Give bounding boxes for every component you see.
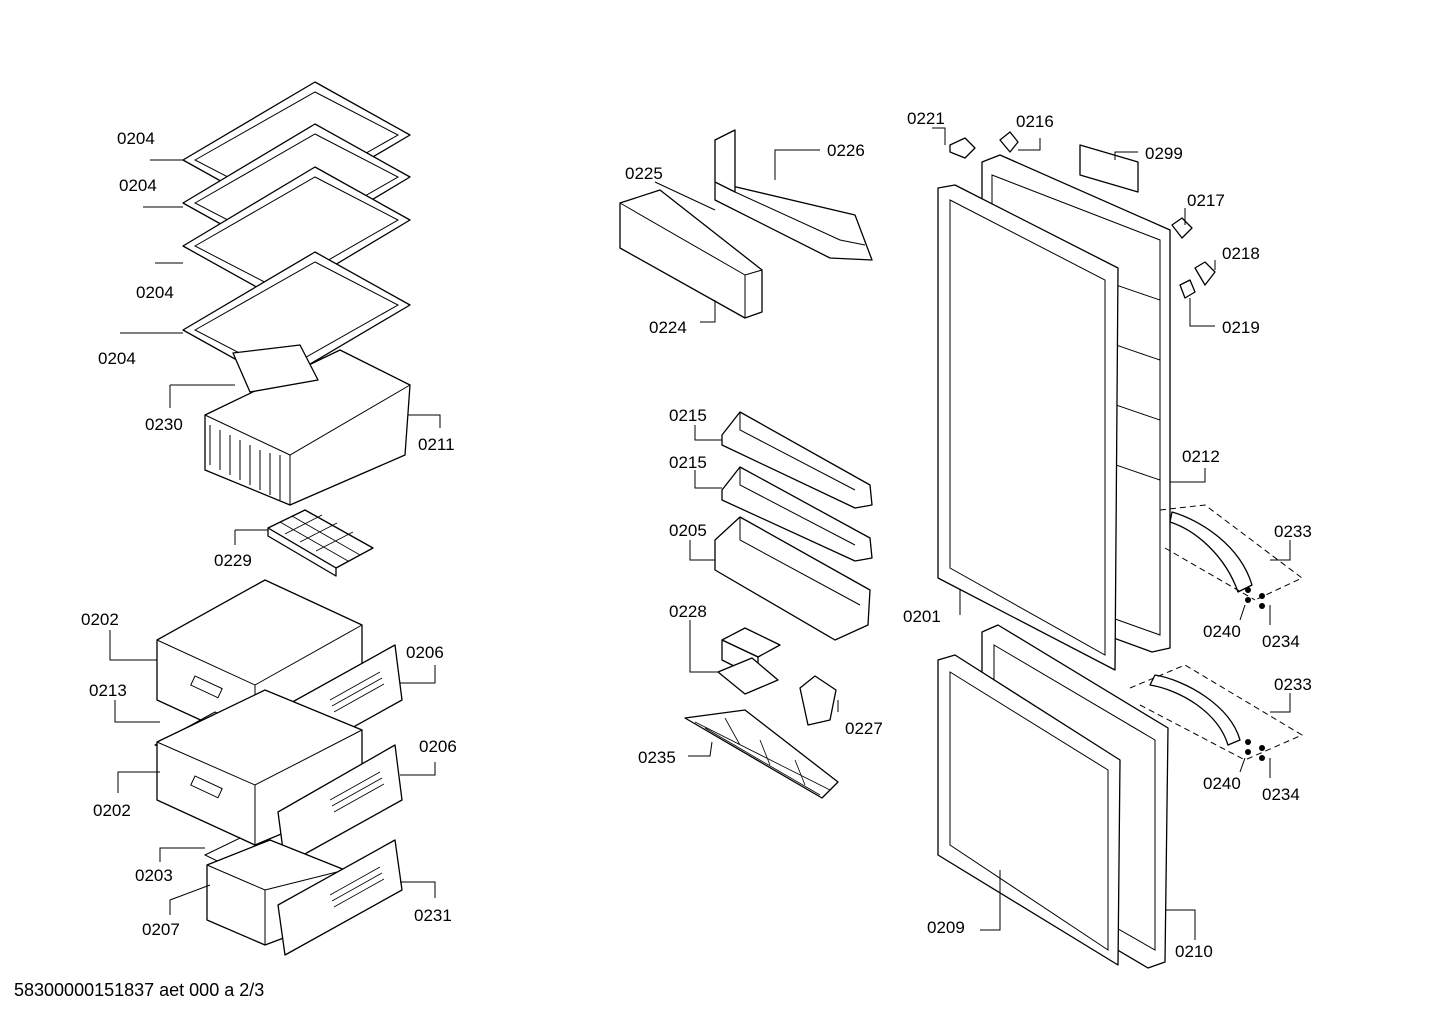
label-0209: 0209 [927,918,965,937]
label-0205: 0205 [669,521,707,540]
label-0240-a: 0240 [1203,622,1241,641]
part-labels: 0204 0204 0204 0204 0230 0211 0229 0202 … [81,109,1312,961]
label-0215-a: 0215 [669,406,707,425]
label-0207: 0207 [142,920,180,939]
drawer-front-3 [277,839,403,956]
label-0229: 0229 [214,551,252,570]
ice-cube-tray [267,509,374,577]
label-0299: 0299 [1145,144,1183,163]
door-shelf-large [714,516,871,641]
label-0217: 0217 [1187,191,1225,210]
label-0212: 0212 [1182,447,1220,466]
label-0206-a: 0206 [406,643,444,662]
glass-shelf-3 [182,166,411,300]
screws-0240-0234 [1245,587,1265,761]
label-0219: 0219 [1222,318,1260,337]
label-0204-a: 0204 [117,129,155,148]
label-0234-b: 0234 [1262,785,1300,804]
label-0201: 0201 [903,607,941,626]
label-0234-a: 0234 [1262,632,1300,651]
label-0235: 0235 [638,748,676,767]
door-handle-lower [1149,674,1241,746]
label-0231: 0231 [414,906,452,925]
label-0228: 0228 [669,602,707,621]
handle-assembly-guides [1129,504,1304,761]
label-0230: 0230 [145,415,183,434]
label-0204-c: 0204 [136,283,174,302]
document-code: 58300000151837 aet 000 a 2/3 [14,980,265,1000]
leader-lines [109,127,1291,940]
door-shelf-2 [721,466,873,562]
hinge-0221 [949,137,976,159]
lower-door-gasket [937,654,1121,966]
butter-lid [619,189,763,319]
label-0203: 0203 [135,866,173,885]
label-0210: 0210 [1175,942,1213,961]
label-0202-b: 0202 [93,801,131,820]
label-0221: 0221 [907,109,945,128]
plate-0299 [1079,144,1139,193]
hinge-0216 [999,131,1019,153]
upper-door-gasket [937,184,1119,671]
label-0211: 0211 [418,435,455,454]
egg-tray [684,709,839,799]
label-0202-a: 0202 [81,610,119,629]
hinge-0218 [1194,261,1216,286]
clip-0227 [799,675,837,726]
label-0227: 0227 [845,719,883,738]
hinge-0217 [1171,217,1193,239]
label-0233-b: 0233 [1274,675,1312,694]
crisper-bin [204,349,411,506]
door-handle-upper [1169,511,1253,593]
label-0233-a: 0233 [1274,522,1312,541]
label-0215-b: 0215 [669,453,707,472]
label-0224: 0224 [649,318,687,337]
label-0213: 0213 [89,681,127,700]
label-0218: 0218 [1222,244,1260,263]
butter-compartment-shelf [714,129,873,261]
door-shelf-1 [721,411,873,509]
label-0204-d: 0204 [98,349,136,368]
label-0225: 0225 [625,164,663,183]
cover-0219 [1179,279,1196,299]
label-0240-b: 0240 [1203,774,1241,793]
label-0226: 0226 [827,141,865,160]
egg-box [717,627,781,695]
label-0216: 0216 [1016,112,1054,131]
crisper-divider [232,344,319,393]
label-0206-b: 0206 [419,737,457,756]
label-0204-b: 0204 [119,176,157,195]
